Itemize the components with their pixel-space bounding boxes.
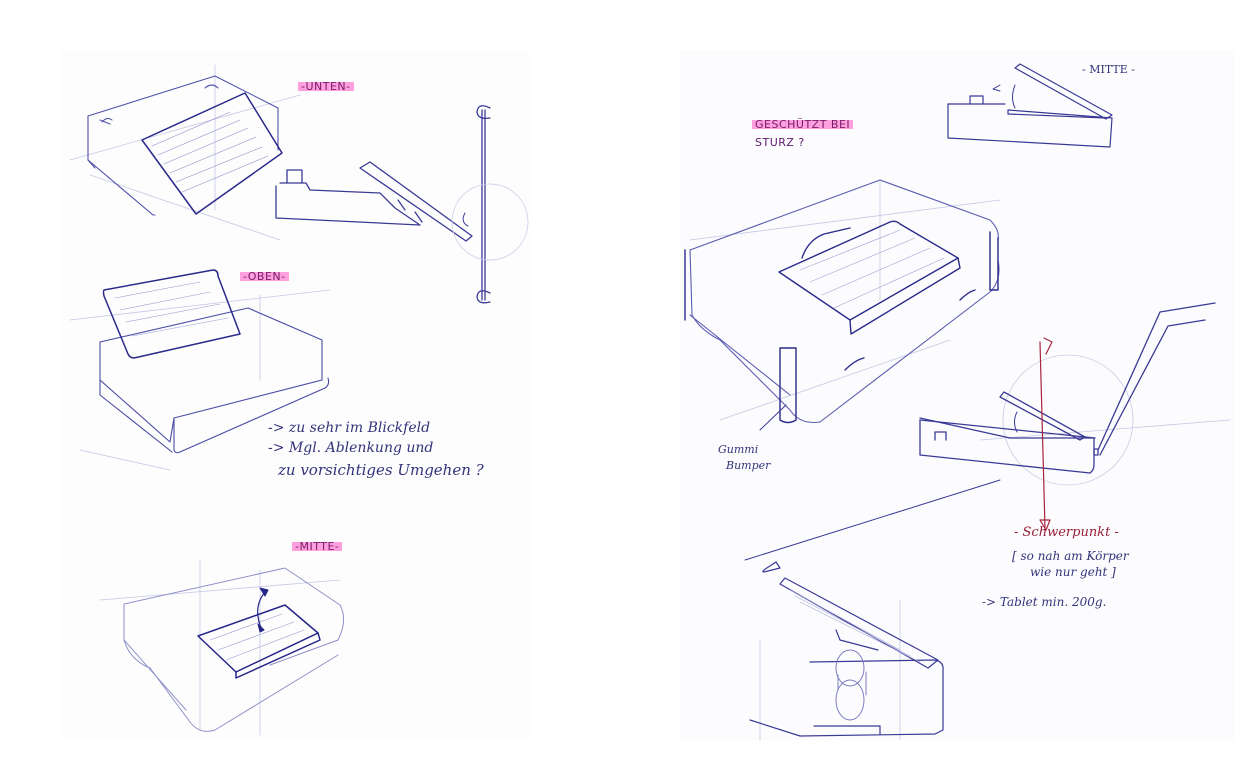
left-sketch-sheet bbox=[60, 50, 530, 740]
note-schwerpunkt: - Schwerpunkt - bbox=[1014, 525, 1119, 540]
sketch-side-view-cog bbox=[919, 302, 1216, 474]
label-mitte-right: - MITTE - bbox=[1082, 63, 1135, 76]
sketch-side-view-mitte bbox=[947, 63, 1113, 148]
sketch-side-view-left bbox=[275, 105, 491, 304]
sketch-tablet-mount bbox=[749, 561, 944, 737]
sketch-mitte-left bbox=[123, 567, 344, 732]
note-koerper-2: wie nur geht ] bbox=[1030, 565, 1116, 579]
label-sturz: STURZ ? bbox=[755, 136, 805, 149]
note-umgehen: zu vorsichtiges Umgehen ? bbox=[278, 461, 484, 479]
label-mitte-left: -MITTE- bbox=[292, 540, 343, 553]
sketch-perspective-box bbox=[689, 179, 1000, 424]
sketch-oben bbox=[99, 307, 330, 454]
note-bumper: Bumper bbox=[726, 459, 771, 472]
label-unten: -UNTEN- bbox=[298, 80, 354, 93]
right-sketch-sheet bbox=[680, 50, 1235, 740]
note-koerper-1: [ so nah am Körper bbox=[1012, 549, 1129, 563]
sketch-unten bbox=[87, 75, 279, 216]
note-tablet-weight: -> Tablet min. 200g. bbox=[982, 595, 1107, 609]
note-gummi: Gummi bbox=[718, 443, 759, 456]
center-of-gravity-axis bbox=[1039, 337, 1053, 531]
label-geschuetzt: GESCHÜTZT BEI bbox=[752, 118, 854, 131]
label-oben: -OBEN- bbox=[240, 270, 289, 283]
note-ablenkung: -> Mgl. Ablenkung und bbox=[268, 440, 434, 456]
note-blickfeld: -> zu sehr im Blickfeld bbox=[268, 420, 431, 436]
